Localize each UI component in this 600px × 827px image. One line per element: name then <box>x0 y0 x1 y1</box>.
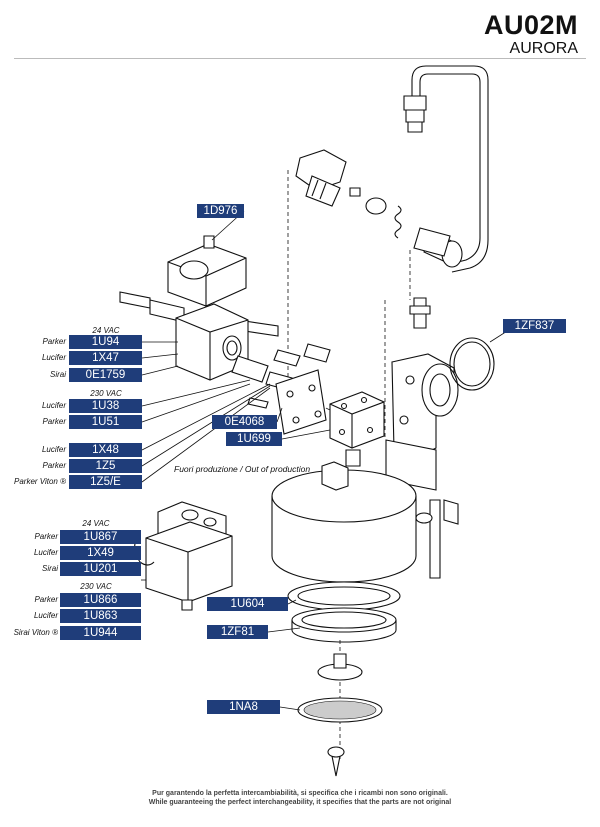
out-of-production-note: Fuori produzione / Out of production <box>174 464 311 474</box>
lower-brand-label: Parker <box>34 595 58 604</box>
upper-brand-label: Parker <box>42 417 66 426</box>
lower-brand-label: Parker <box>34 532 58 541</box>
lower-part-code: 1X49 <box>60 546 141 560</box>
upper-brand-label: Parker <box>42 337 66 346</box>
upper-part-code: 1X47 <box>69 351 142 365</box>
ring-large <box>288 582 400 610</box>
lower-part-code: 1U866 <box>60 593 141 607</box>
model-code: AU02M <box>483 10 578 40</box>
flange-plate <box>248 370 326 434</box>
upper-solenoid <box>120 236 330 390</box>
lower-230vac-heading: 230 VAC <box>80 582 112 591</box>
upper-24vac-heading: 24 VAC <box>92 326 120 335</box>
lower-brand-label: Lucifer <box>33 548 58 557</box>
upper-brand-label: Lucifer <box>41 401 66 410</box>
top-fitting-stack <box>296 150 450 256</box>
lower-part-code: 1U867 <box>60 530 141 544</box>
shower-screen-drawing <box>298 698 382 722</box>
boiler-disc <box>272 462 416 582</box>
ring-small <box>292 608 396 642</box>
footer-english: While guaranteeing the perfect interchan… <box>148 799 452 806</box>
upper-part-code: 1Z5/E <box>69 475 142 489</box>
dispersion-disc <box>318 654 362 680</box>
upper-part-code: 1U51 <box>69 415 142 429</box>
lower-part-code: 1U201 <box>60 562 141 576</box>
tag-1D976: 1D976 <box>197 204 244 218</box>
upper-brand-label: Lucifer <box>41 445 66 454</box>
o-ring-right <box>450 338 494 390</box>
upper-brand-label: Lucifer <box>41 353 66 362</box>
upper-230vac-heading: 230 VAC <box>90 389 122 398</box>
mid-block <box>330 392 384 466</box>
tag-1ZF837: 1ZF837 <box>503 319 566 333</box>
tag-0E4068: 0E4068 <box>212 415 277 429</box>
upper-brand-label: Parker <box>42 461 66 470</box>
lower-part-code: 1U863 <box>60 609 141 623</box>
lower-brand-label: Lucifer <box>33 611 58 620</box>
upper-part-code: 1Z5 <box>69 459 142 473</box>
tag-1ZF81: 1ZF81 <box>207 625 268 639</box>
upper-part-code: 0E1759 <box>69 368 142 382</box>
lower-solenoid <box>135 502 232 610</box>
tag-1U604: 1U604 <box>207 597 288 611</box>
brand-name: AURORA <box>509 40 578 57</box>
screen-screw <box>328 747 344 776</box>
upper-brand-label: Parker Viton ® <box>14 477 66 486</box>
upper-brand-label: Sirai <box>49 370 66 379</box>
tag-1U699: 1U699 <box>226 432 282 446</box>
lower-part-code: 1U944 <box>60 626 141 640</box>
leader-lines <box>141 211 515 710</box>
lower-24vac-heading: 24 VAC <box>82 519 110 528</box>
group-head-body <box>386 298 458 578</box>
header-divider <box>14 58 586 59</box>
upper-part-code: 1U38 <box>69 399 142 413</box>
lower-brand-label: Sirai <box>41 564 58 573</box>
lower-brand-label: Sirai Viton ® <box>13 628 58 637</box>
tag-1NA8: 1NA8 <box>207 700 280 714</box>
footer-italian: Pur garantendo la perfetta intercambiabi… <box>152 790 448 797</box>
upper-part-code: 1U94 <box>69 335 142 349</box>
upper-part-code: 1X48 <box>69 443 142 457</box>
